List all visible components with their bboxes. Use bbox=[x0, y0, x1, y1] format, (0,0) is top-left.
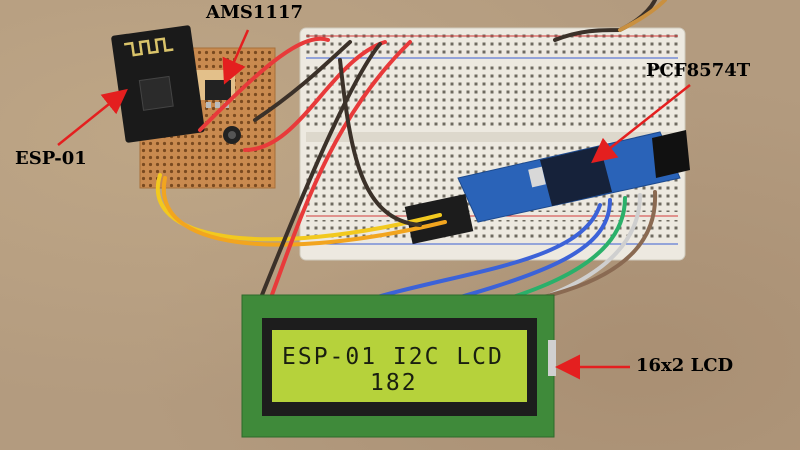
lcd-module bbox=[241, 294, 556, 438]
label-pcf8574t: PCF8574T bbox=[646, 60, 751, 81]
arrow-ams bbox=[222, 29, 250, 85]
lcd-line-2: 182 bbox=[370, 370, 418, 396]
esp-01-module bbox=[111, 25, 205, 143]
label-16x2-lcd: 16x2 LCD bbox=[636, 355, 734, 376]
ams1117-regulator bbox=[205, 80, 241, 144]
arrow-pcf bbox=[591, 84, 691, 164]
arrow-esp bbox=[57, 88, 128, 146]
annotation-arrows bbox=[57, 29, 691, 380]
label-ams1117: AMS1117 bbox=[206, 2, 303, 23]
pcf8574-board bbox=[404, 130, 690, 245]
lcd-line-1: ESP-01 I2C LCD bbox=[282, 344, 504, 370]
label-esp-01: ESP-01 bbox=[15, 148, 87, 169]
